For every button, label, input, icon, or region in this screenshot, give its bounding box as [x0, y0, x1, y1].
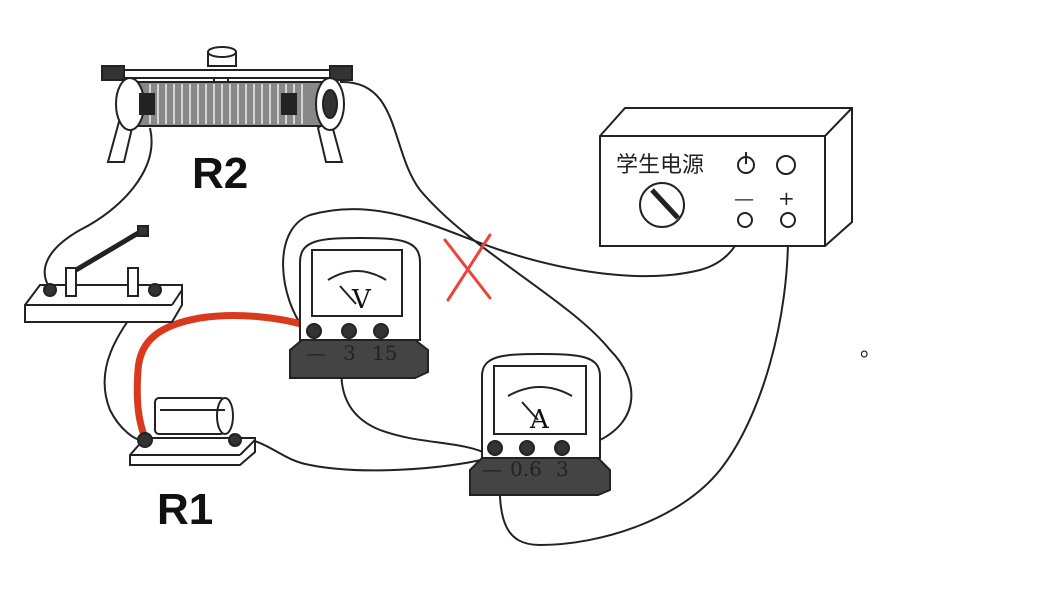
ammeter — [469, 352, 611, 496]
wire-r2-to-switch — [43, 127, 153, 286]
resistor-r1 — [129, 397, 256, 466]
trailing-mark: 。 — [860, 337, 882, 362]
ammeter-symbol: A — [529, 405, 550, 435]
highlight-wire — [133, 312, 309, 442]
ammeter-terminal-neg: — — [482, 457, 502, 481]
r2-label: R2 — [192, 149, 249, 198]
power-supply-title: 学生电源 — [616, 153, 704, 178]
wire-voltmeter-to-psu-neg — [282, 208, 746, 331]
wire-r1-to-ammeter — [234, 436, 491, 472]
knife-switch — [24, 225, 183, 323]
voltmeter-symbol: V — [351, 285, 372, 315]
power-supply-pos-label: + — [778, 186, 795, 210]
voltmeter-terminal-neg: — — [306, 341, 326, 365]
power-supply — [599, 107, 853, 247]
voltmeter-terminal-3: 3 — [343, 341, 356, 365]
rheostat-r2 — [101, 46, 353, 163]
wire-psu-pos-to-ammeter — [498, 224, 790, 547]
ammeter-terminal-0-6: 0.6 — [510, 457, 542, 481]
voltmeter-terminal-15: 15 — [372, 341, 397, 365]
r1-label: R1 — [157, 485, 214, 534]
power-supply-neg-label: — — [734, 186, 754, 210]
rheostat-coils — [149, 84, 303, 124]
cross-mark — [443, 233, 492, 302]
ammeter-terminal-3: 3 — [556, 457, 569, 481]
voltmeter — [289, 236, 429, 379]
